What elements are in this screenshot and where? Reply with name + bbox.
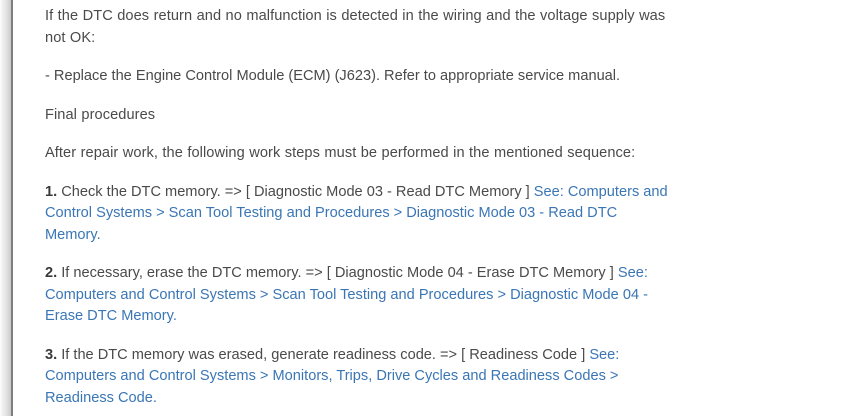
- left-gutter-gradient: [0, 0, 11, 416]
- document-content: If the DTC does return and no malfunctio…: [13, 0, 858, 416]
- step-link-1[interactable]: See: Computers and Control Systems > Sca…: [45, 183, 668, 243]
- step-number-2: 2.: [45, 265, 58, 281]
- gutter-divider-line: [11, 0, 13, 416]
- step-number-3: 3.: [45, 346, 58, 363]
- sequence-intro-paragraph: After repair work, the following work st…: [45, 145, 636, 161]
- condition-intro-paragraph: If the DTC does return and no malfunctio…: [45, 8, 666, 46]
- step-number-1: 1.: [45, 183, 58, 200]
- step-item-2: 2. If necessary, erase the DTC memory. =…: [45, 263, 670, 328]
- step-text-2: If necessary, erase the DTC memory. => […: [57, 265, 618, 281]
- final-procedures-heading: Final procedures: [45, 106, 156, 123]
- replace-ecm-action-item: - Replace the Engine Control Module (ECM…: [45, 68, 621, 84]
- step-text-1: Check the DTC memory. => [ Diagnostic Mo…: [57, 183, 534, 200]
- step-item-1: 1. Check the DTC memory. => [ Diagnostic…: [45, 182, 670, 247]
- step-link-2[interactable]: See: Computers and Control Systems > Sca…: [45, 265, 648, 324]
- step-text-3: If the DTC memory was erased, generate r…: [57, 346, 590, 363]
- step-link-3[interactable]: See: Computers and Control Systems > Mon…: [45, 346, 620, 406]
- step-item-3: 3. If the DTC memory was erased, generat…: [45, 345, 670, 410]
